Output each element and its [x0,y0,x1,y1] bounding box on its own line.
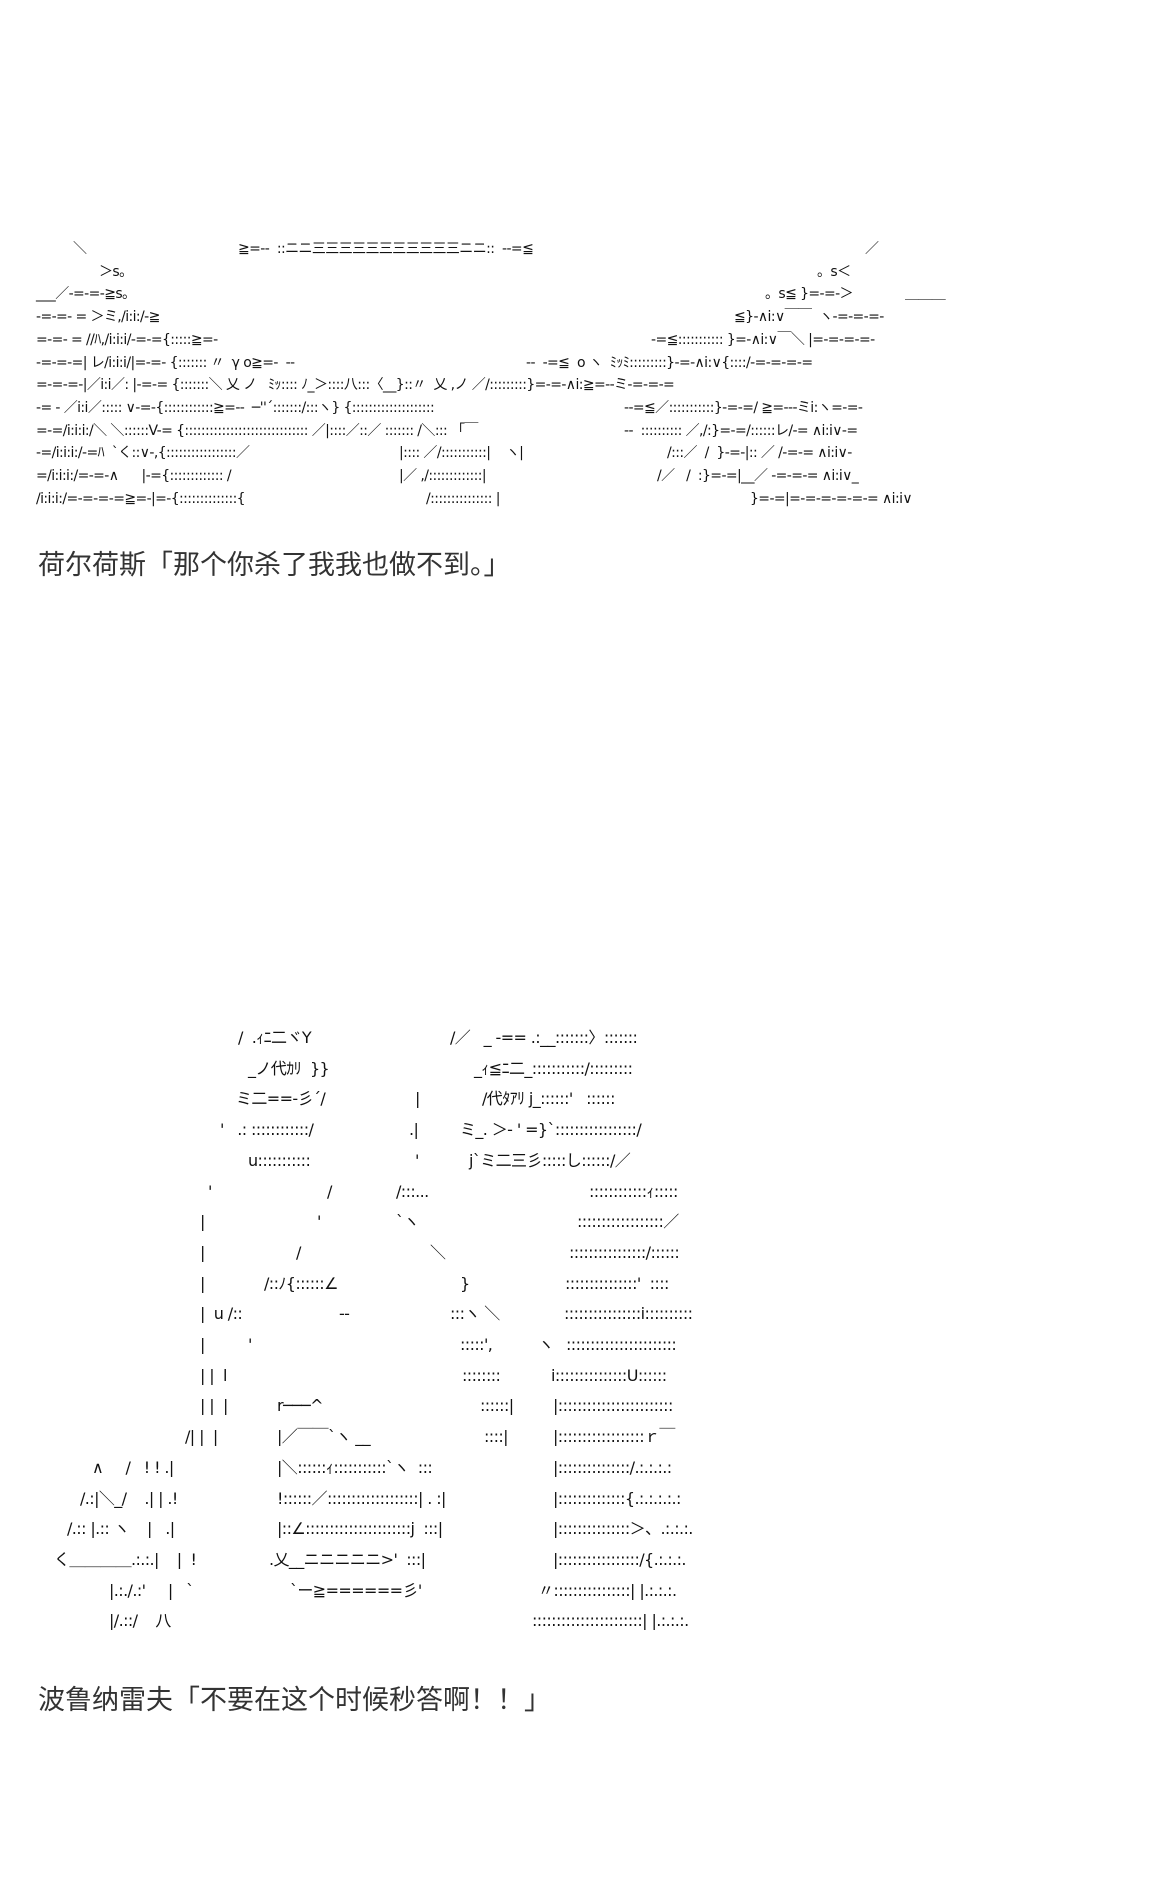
ascii-art-segment: /::ﾉ{::::::∠ [264,1274,338,1293]
ascii-art-segment: --=≦／:::::::::::}-=-=/ ≧=---ミi:ヽ=-=- [624,400,863,416]
ascii-art-segment: ＼ [73,241,87,257]
ascii-art-segment: =-=- = //ﾊ,/i:i:i/-=-={:::::≧=- [36,332,218,348]
ascii-art-segment: |::::::::::::::{.:.:.:.:.: [553,1489,681,1508]
ascii-art-segment: |＼::::::ｨ:::::::::::`ヽ ::: [277,1458,433,1477]
dialogue-caption-hol-horse: 荷尔荷斯「那个你杀了我我也做不到。」 [38,550,511,581]
ascii-art-segment: |:::::::::::::::::::::::: [553,1396,673,1415]
ascii-art-segment: -=≦::::::::::: }=-∧i:∨￣＼ |=-=-=-=- [651,332,875,348]
ascii-art-segment: _ｨ≦ﾆ二_:::::::::::/::::::::: [474,1059,633,1078]
ascii-art-segment: =-=-=-|／i:i／: |-=-= {:::::::＼ 乂 ノ ﾐｯ::::… [36,377,675,393]
ascii-art-segment: ' [415,1151,419,1170]
ascii-art-segment: -= - ／i:i／::::: ∨-=-{::::::::::::≧=-- ─'… [36,400,435,416]
ascii-art-segment: | u /:: [200,1304,243,1323]
ascii-art-segment: ＿＿＿ [905,286,946,302]
ascii-art-segment: | [200,1274,205,1293]
ascii-art-segment: :::::', [460,1335,493,1354]
ascii-art-segment: /.:: |.:: ヽ | .| [67,1519,175,1538]
ascii-art-segment: }=-=|=-=-=-=-=-= ∧i:i∨ [750,491,913,507]
ascii-art-segment: /.:|＼_/ .| | .! [80,1489,178,1508]
ascii-art-segment: :::::::: [462,1366,501,1385]
ascii-art-segment: ミ_. ＞- ' =}`:::::::::::::::::/ [460,1120,642,1139]
ascii-art-segment: / [296,1243,301,1262]
ascii-art-segment: | | l [200,1366,227,1385]
ascii-art-segment: ' .: ::::::::::::/ [220,1120,314,1139]
ascii-art-segment: r───^ [277,1396,323,1415]
ascii-art-segment: | [200,1243,205,1262]
ascii-art-segment: ＞s。 [99,264,133,280]
ascii-art-segment: :::::::::::::::::::::::| |.:.:.:. [532,1611,689,1630]
ascii-art-segment: .| [409,1120,419,1139]
ascii-art-segment: =-=/i:i:i:/＼ ＼::::::V-= {:::::::::::::::… [36,423,478,439]
ascii-art-segment: /::::::::::::::: | [426,491,500,507]
ascii-art-segment: |::::::::::::::::::ｒ￣ [553,1427,675,1446]
ascii-art-segment: ＼ [430,1243,446,1262]
ascii-art-segment: ≦}-∧i:∨￣￣ ヽ-=-=-=- [734,309,884,325]
ascii-art-segment: /／ / :}=-=|__／ -=-=-= ∧i:i∨_ [657,468,859,484]
ascii-art-segment: =/i:i:i:/=-=-∧ |-={::::::::::::: / [36,468,232,484]
ascii-art-segment: |／￣￣`ヽ __ [277,1427,371,1446]
ascii-art-segment: |::∠::::::::::::::::::::::j :::| [277,1519,443,1538]
ascii-art-segment: u::::::::::: [248,1151,311,1170]
ascii-art-segment: -- [339,1304,350,1323]
ascii-art-segment: -- -=≦ o ヽ ﾐｯﾐ:::::::::}-=-∧i:∨{::::/-=-… [526,355,813,371]
ascii-art-segment: ≧=-- ::ニニ三三三三三三三三三三三ニニ:: --=≦ [238,241,534,257]
ascii-art-segment: ::::::::::::::::i:::::::::: [564,1304,693,1323]
ascii-art-segment: ミ二==-彡´/ [236,1089,326,1108]
ascii-art-segment: ::::| [484,1427,509,1446]
ascii-art-segment: /| | | [185,1427,218,1446]
ascii-art-segment: ' [317,1212,321,1231]
ascii-art-segment: /:::... [396,1182,429,1201]
ascii-art-segment: ::::::::::::::::/:::::: [569,1243,680,1262]
ascii-art-segment: :::::::::::::::' :::: [565,1274,669,1293]
ascii-art-segment: ::::::::::::::::::／ [577,1212,679,1231]
ascii-art-segment: 〃::::::::::::::::| |.:.:.:. [538,1581,677,1600]
ascii-art-segment: :::ヽ ＼ [450,1304,500,1323]
ascii-art-segment: |/.::/ 八 [109,1611,171,1630]
ascii-art-segment: /代ﾀｱﾘ j_::::::' :::::: [482,1089,615,1108]
ascii-art-segment: ::::::::::::ｨ::::: [589,1182,678,1201]
ascii-art-segment: ／ [865,241,879,257]
ascii-art-segment: |:::::::::::::::::/{.:.:.:. [553,1550,687,1569]
ascii-art-segment: !::::::／:::::::::::::::::::| . :| [277,1489,446,1508]
ascii-art-segment: | [200,1212,205,1231]
ascii-art-segment: `ー≧======彡' [290,1581,422,1600]
ascii-art-segment: /i:i:i:/=-=-=-=≧=-|=-{::::::::::::::{ [36,491,246,507]
ascii-art-segment: く＿＿＿＿.:.:.| | ! [54,1550,197,1569]
ascii-art-segment: ヽ [538,1335,554,1354]
ascii-art-segment: ::::::| [480,1396,514,1415]
ascii-art-segment: ::::::::::::::::::::::: [566,1335,677,1354]
ascii-art-segment: 。s＜ [817,264,851,280]
ascii-art-segment: -- :::::::::: ／,/:}=-=/::::::レ/-= ∧i:i∨-… [624,423,858,439]
ascii-art-segment: .乂__ニニニニニ>' :::| [269,1550,426,1569]
ascii-art-segment: ' [208,1182,212,1201]
ascii-art-segment: i:::::::::::::::U:::::: [551,1366,667,1385]
ascii-art-segment: } [460,1274,470,1293]
ascii-art-segment: | [200,1335,205,1354]
ascii-art-segment: |:::::::::::::::＞、.:.:.:. [553,1519,693,1538]
dialogue-caption-polnareff: 波鲁纳雷夫「不要在这个时候秒答啊！！」 [38,1685,551,1716]
ascii-art-segment: |.:./.:' | ` [109,1581,194,1600]
ascii-art-segment: ___／-=-=-≧s。 [36,286,136,302]
ascii-art-segment: j`ミ二三彡:::::し::::::/／ [469,1151,631,1170]
ascii-art-segment: | | | [200,1396,228,1415]
ascii-art-segment: -=-=-=| レ/i:i:i/|=-=- {::::::: 〃 γ o≧=- … [36,355,295,371]
ascii-art-segment: / .ｨﾆ二ヾY [238,1028,312,1047]
ascii-art-segment: /／ _ -== .:__:::::::〉::::::: [450,1028,638,1047]
ascii-art-segment: _ノ代ｶﾘ }} [248,1059,330,1078]
ascii-art-segment: |:::: ／/:::::::::::| ヽ| [399,445,524,461]
ascii-art-segment: -=/i:i:i:/-=ﾊ `く::∨-,{:::::::::::::::::／ [36,445,250,461]
ascii-art-segment: ∧ / ! ! .| [92,1458,174,1477]
ascii-art-segment: -=-=- = ＞ミ,/i:i:/-≧ [36,309,160,325]
ascii-art-segment: |／ ,/:::::::::::::| [399,468,487,484]
ascii-art-segment: |:::::::::::::::/.:.:.:.: [553,1458,672,1477]
ascii-art-segment: ' [248,1335,252,1354]
ascii-art-segment: | [415,1089,420,1108]
ascii-art-segment: /:::／ / }-=-|:: ／ /-=-= ∧i:i∨- [667,445,852,461]
ascii-art-segment: / [327,1182,332,1201]
ascii-art-segment: 。s≦ }=-=-＞ [765,286,854,302]
ascii-art-segment: `ヽ [396,1212,419,1231]
